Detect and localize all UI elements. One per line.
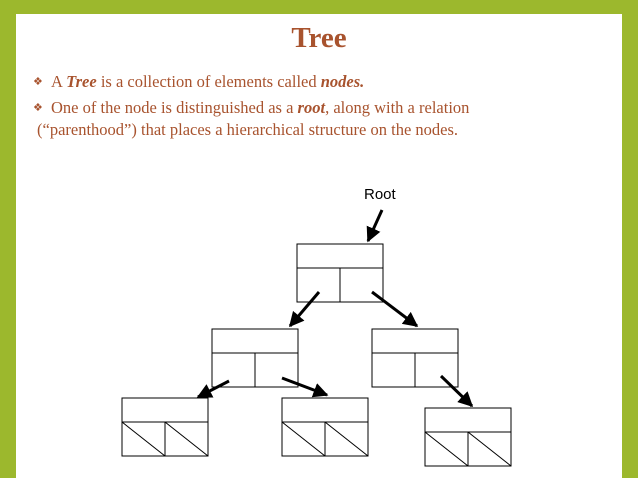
edge-right-leaf <box>439 374 474 408</box>
bullet-1: ❖A Tree is a collection of elements call… <box>33 72 365 91</box>
edge-root-right <box>371 290 419 328</box>
slide-title: Tree <box>291 22 347 54</box>
left-leaf-2 <box>281 397 369 457</box>
root-node <box>296 243 384 303</box>
root-arrow <box>366 209 384 243</box>
diamond-bullet-icon: ❖ <box>33 102 43 114</box>
right-leaf <box>424 407 512 467</box>
edge-left-leaf2 <box>281 376 329 398</box>
slide-panel <box>16 14 622 478</box>
edge-left-leaf1 <box>196 379 230 399</box>
root-label: Root <box>364 186 396 203</box>
edge-root-left <box>288 291 321 328</box>
bullet-2: ❖One of the node is distinguished as a r… <box>33 98 470 139</box>
diamond-bullet-icon: ❖ <box>33 76 43 88</box>
left-leaf-1 <box>121 397 209 457</box>
left-child-node <box>211 328 299 388</box>
right-child-node <box>371 328 459 388</box>
